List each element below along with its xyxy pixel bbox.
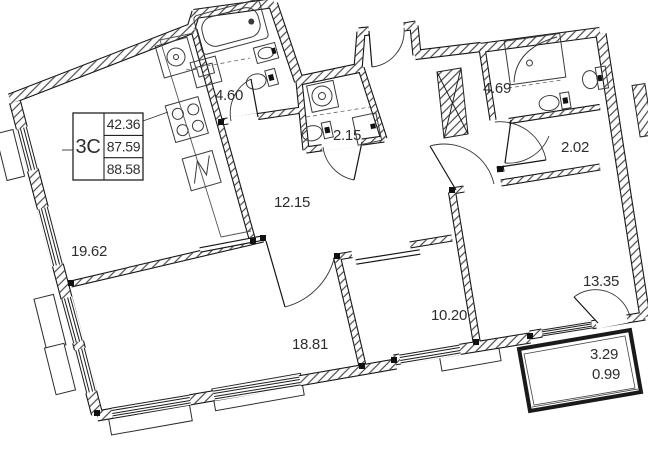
toilet-2 [301,120,334,142]
overhead-dashed-lines [185,57,563,118]
room-label-corridor: 12.15 [274,194,310,211]
wall-junctions [68,119,533,416]
unit-area-full: 88.58 [107,161,141,177]
kitchen-sink [154,36,197,79]
room-label-balcony-reduced: 0.99 [592,366,620,383]
fridge [181,149,222,192]
unit-area-living: 42.36 [107,116,141,132]
washing-machine-2 [305,79,340,113]
room-label-storage: 2.02 [561,139,589,156]
windows [15,113,628,418]
room-label-bedroom-2: 10.20 [431,307,467,324]
room-label-bedroom-3: 13.35 [583,273,619,290]
room-label-kitchen-living: 19.62 [71,243,107,260]
room-labels: 4.60 2.15 4.69 2.02 12.15 19.62 13.35 18… [71,80,620,383]
fixtures [154,0,610,238]
room-label-balcony: 3.29 [590,346,618,363]
neighbour-wall-stub [631,82,648,138]
washing-machine [189,55,223,89]
duct-shaft [436,67,469,139]
balcony-outline [516,327,644,414]
room-label-wc: 2.15 [333,127,361,144]
toilet [245,67,280,90]
room-label-bathroom: 4.60 [215,87,243,104]
bathtub [193,0,269,55]
service-box [351,112,383,146]
unit-area-total: 87.59 [107,139,141,155]
stove [164,96,209,144]
unit-info-table: 3С 42.36 87.59 88.58 [62,111,169,181]
room-label-bathroom-2: 4.69 [483,80,511,97]
toilet-3 [538,91,572,112]
unit-type-label: 3С [76,136,101,158]
washbasin [252,41,280,65]
doors [199,27,631,324]
shower [503,32,567,86]
washbasin-2 [582,65,610,90]
room-label-bedroom-1: 18.81 [292,336,328,353]
